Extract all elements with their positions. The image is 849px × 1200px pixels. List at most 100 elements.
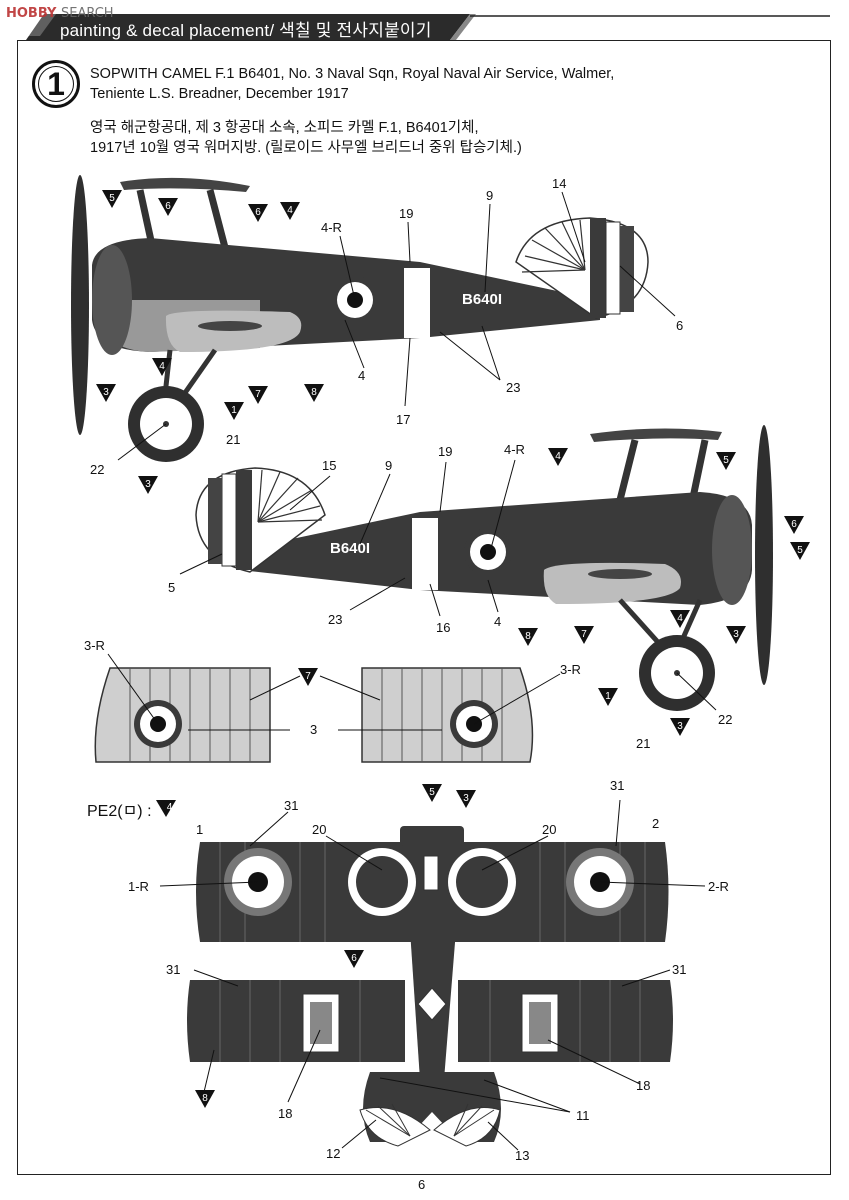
- callout-top-13: 13: [515, 1148, 529, 1163]
- marker-v1-1: 1: [224, 402, 244, 420]
- marker-v1-6b: 6: [248, 204, 268, 222]
- marker-v1-4a: 4: [280, 202, 300, 220]
- callout-numbers: 4-R 19 9 14 6 4 17 23 21 22 15 9 19 4-R …: [84, 176, 732, 1163]
- callout-v1-4: 4: [358, 368, 365, 383]
- svg-text:6: 6: [255, 207, 261, 218]
- wing-underside-right: [361, 667, 534, 763]
- callout-wing-3r-left: 3-R: [84, 638, 105, 653]
- propeller-1: [71, 175, 89, 435]
- leader-lines: [107, 191, 717, 1151]
- svg-text:1: 1: [231, 405, 237, 416]
- top-lower-wing-left: [187, 980, 405, 1062]
- top-lower-wing-right: [458, 980, 673, 1062]
- lower-wing-undersides: [94, 667, 534, 763]
- callout-wing-3r-right: 3-R: [560, 662, 581, 677]
- callout-top-11: 11: [576, 1108, 590, 1123]
- svg-text:3: 3: [145, 479, 151, 490]
- marker-v2-8: 8: [518, 628, 538, 646]
- svg-text:4: 4: [555, 451, 561, 462]
- svg-text:1: 1: [605, 691, 611, 702]
- svg-text:7: 7: [255, 389, 261, 400]
- marker-top-3: 3: [456, 790, 476, 808]
- wing-underside-left: [94, 667, 271, 763]
- callout-v1-19: 19: [399, 206, 413, 221]
- fuselage-roundel-2: [464, 528, 512, 576]
- svg-text:7: 7: [305, 671, 311, 682]
- callout-v1-9: 9: [486, 188, 493, 203]
- svg-text:3: 3: [733, 629, 739, 640]
- callout-v1-6: 6: [676, 318, 683, 333]
- marker-top-6: 6: [344, 950, 364, 968]
- watermark: HOBBY SEARCH: [6, 6, 114, 21]
- marker-v2-3a: 3: [726, 626, 746, 644]
- page-frame: [17, 40, 831, 1175]
- description-ko-line2: 1917년 10월 영국 워머지방. (릴로이드 사무엘 브리드너 중위 탑승기…: [90, 140, 522, 156]
- callout-v2-9: 9: [385, 458, 392, 473]
- svg-text:8: 8: [311, 387, 317, 398]
- top-upper-wing: [196, 842, 669, 942]
- paint-markers: 5 6 6 4 4 3 7 8 1 3 4 5 6 5 8 7 4 3 1 3 …: [96, 190, 810, 1108]
- callout-v2-23: 23: [328, 612, 342, 627]
- page-number: 6: [418, 1177, 426, 1192]
- callout-top-31-lower-right: 31: [672, 962, 686, 977]
- marker-v2-6: 6: [784, 516, 804, 534]
- pe-marker-triangle: [155, 800, 176, 817]
- svg-text:4: 4: [287, 205, 293, 216]
- callout-top-2r: 2-R: [708, 879, 729, 894]
- svg-text:5: 5: [429, 787, 435, 798]
- left-side-profile: B640I: [71, 175, 649, 462]
- lower-wing-1: [165, 310, 302, 352]
- pe-marker-number: 4: [166, 801, 173, 813]
- svg-text:6: 6: [791, 519, 797, 530]
- fuselage-band-1: [404, 268, 430, 338]
- marker-v2-5b: 5: [790, 542, 810, 560]
- marker-v1-7: 7: [248, 386, 268, 404]
- marker-v2-4b: 4: [670, 610, 690, 628]
- callout-wing-3: 3: [310, 722, 317, 737]
- pe-part-label: PE2(ㅁ) : 4: [87, 797, 178, 821]
- fuselage-band-2: [412, 518, 438, 590]
- description-korean: 영국 해군항공대, 제 3 항공대 소속, 소피드 카멜 F.1, B6401기…: [90, 118, 730, 158]
- watermark-suffix: SEARCH: [60, 6, 114, 21]
- callout-top-31-upper-right: 31: [610, 778, 624, 793]
- callout-top-20-left: 20: [312, 822, 326, 837]
- callout-top-18-right: 18: [636, 1078, 650, 1093]
- registration-2: B640I: [330, 540, 370, 557]
- callout-v1-23: 23: [506, 380, 520, 395]
- svg-text:4: 4: [677, 613, 683, 624]
- marker-v2-1: 1: [598, 688, 618, 706]
- svg-text:4: 4: [159, 361, 165, 372]
- marker-v1-4b: 4: [152, 358, 172, 376]
- svg-text:3: 3: [677, 721, 683, 732]
- callout-v2-15: 15: [322, 458, 336, 473]
- description-english: SOPWITH CAMEL F.1 B6401, No. 3 Naval Sqn…: [90, 64, 730, 104]
- header-band: [0, 0, 849, 40]
- svg-text:5: 5: [797, 545, 803, 556]
- svg-text:7: 7: [581, 629, 587, 640]
- registration-1: B640I: [462, 291, 502, 308]
- marker-v1-6a: 6: [158, 198, 178, 216]
- callout-v1-21: 21: [226, 432, 240, 447]
- page-title: painting & decal placement/ 색칠 및 전사지붙이기: [60, 21, 432, 40]
- marker-v2-4a: 4: [548, 448, 568, 466]
- svg-text:8: 8: [525, 631, 531, 642]
- svg-text:5: 5: [723, 455, 729, 466]
- step-number: 1: [47, 65, 65, 102]
- step-number-badge: 1: [32, 60, 80, 108]
- header-bar-shape: [26, 14, 830, 40]
- callout-top-31-upper-left: 31: [284, 798, 298, 813]
- pe-label-text: PE2(ㅁ) :: [87, 803, 152, 820]
- svg-text:5: 5: [109, 193, 115, 204]
- upper-wing-2: [590, 428, 722, 442]
- description-en-line2: Teniente L.S. Breadner, December 1917: [90, 86, 349, 102]
- callout-v1-22: 22: [90, 462, 104, 477]
- marker-top-5: 5: [422, 784, 442, 802]
- marker-v1-3a: 3: [96, 384, 116, 402]
- svg-text:6: 6: [351, 953, 357, 964]
- callout-top-2: 2: [652, 816, 659, 831]
- watermark-brand: HOBBY: [6, 6, 57, 21]
- callout-top-12: 12: [326, 1146, 340, 1161]
- callout-v1-14: 14: [552, 176, 566, 191]
- callout-v1-4r: 4-R: [321, 220, 342, 235]
